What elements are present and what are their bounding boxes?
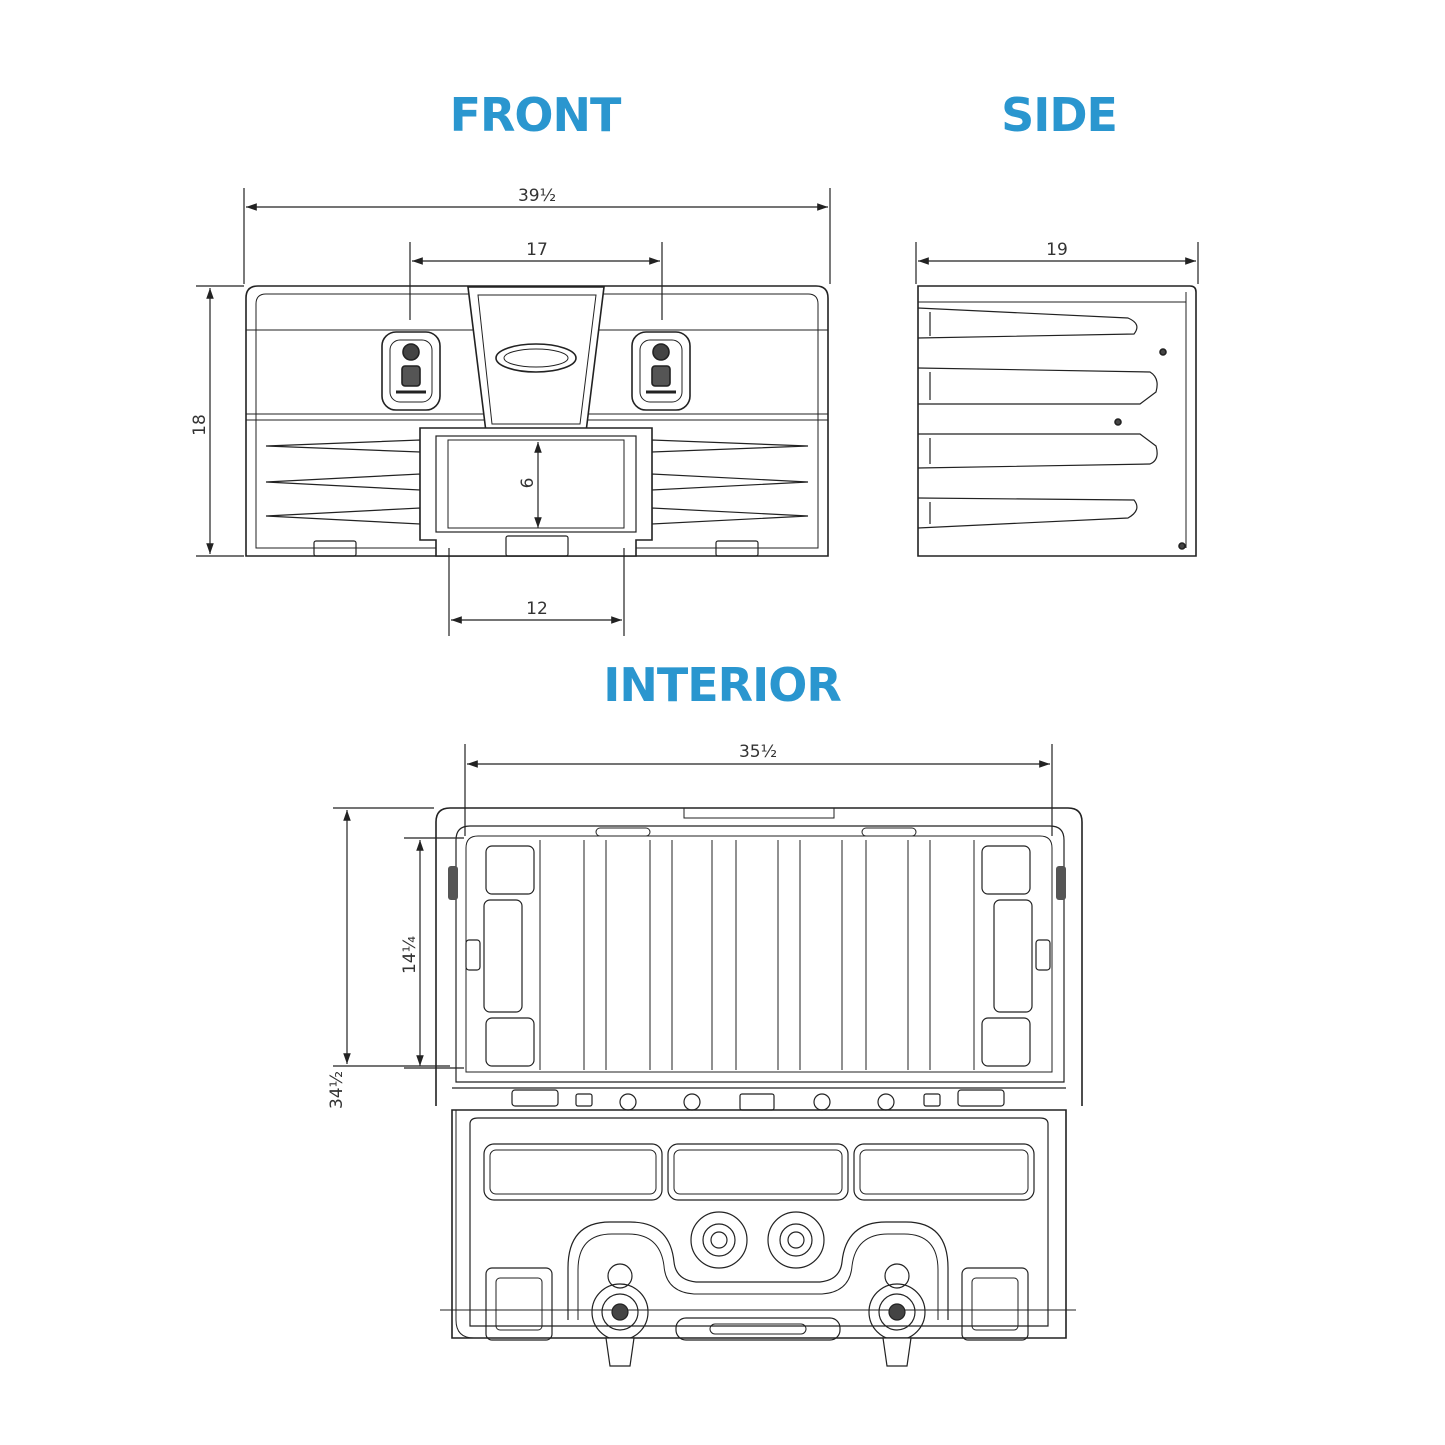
side-box-outline (917, 285, 1197, 557)
front-view-title: FRONT (449, 88, 622, 142)
interior-view-title: INTERIOR (603, 658, 841, 712)
left-latch (381, 331, 441, 411)
lid-ribs (539, 840, 975, 1070)
front-width-label: 39½ (518, 186, 556, 206)
lid-corner-pockets (465, 845, 1051, 1067)
front-feet (313, 535, 759, 557)
center-badge-plate (467, 286, 605, 433)
front-panel-height-label: 6 (518, 478, 538, 489)
interior-left-latch (591, 1263, 649, 1367)
interior-length-label: 34½ (327, 1071, 347, 1109)
front-dimensions (196, 188, 831, 636)
interior-width-label: 35½ (739, 742, 777, 762)
front-view (245, 285, 829, 557)
interior-lid (435, 807, 1083, 1106)
front-label-panel (419, 427, 653, 557)
front-height-label: 18 (190, 414, 210, 436)
side-view (917, 285, 1197, 557)
side-ribs (917, 307, 1158, 529)
interior-hinge-strip (452, 1087, 1066, 1111)
interior-lid-depth-label: 14¼ (400, 936, 420, 974)
drain-plugs (690, 1211, 825, 1269)
side-view-title: SIDE (1001, 88, 1118, 142)
interior-dimensions (333, 744, 1053, 1069)
side-depth-label: 19 (1046, 240, 1068, 260)
interior-body (440, 1109, 1076, 1341)
right-latch (631, 331, 691, 411)
front-handle-spacing-label: 17 (526, 240, 548, 260)
interior-view (435, 807, 1083, 1367)
front-panel-width-label: 12 (526, 599, 548, 619)
side-dimensions (915, 242, 1199, 284)
interior-right-latch (868, 1263, 926, 1367)
